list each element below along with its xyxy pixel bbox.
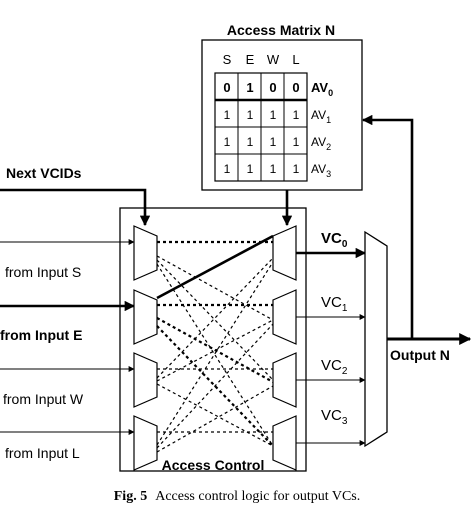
right-mux-vc3 bbox=[272, 415, 297, 471]
input-l-label: from Input L bbox=[5, 445, 80, 461]
matrix-col-l: L bbox=[292, 52, 299, 67]
output-mux bbox=[364, 230, 388, 448]
matrix-cell: 1 bbox=[247, 108, 254, 122]
input-w-label: from Input W bbox=[3, 391, 84, 407]
matrix-cell: 1 bbox=[247, 162, 254, 176]
matrix-cell: 1 bbox=[224, 162, 231, 176]
right-muxes bbox=[272, 225, 297, 471]
matrix-cell: 1 bbox=[246, 80, 253, 95]
output-label: Output N bbox=[390, 347, 450, 363]
matrix-grid bbox=[214, 72, 308, 182]
matrix-row-label-av1: AV1 bbox=[311, 108, 331, 125]
matrix-cell: 1 bbox=[293, 135, 300, 149]
next-vcids-arrow bbox=[0, 188, 151, 227]
right-mux-vc1 bbox=[272, 289, 297, 345]
matrix-cell: 1 bbox=[270, 108, 277, 122]
active-path-e-to-vc0 bbox=[156, 234, 274, 300]
matrix-cell: 1 bbox=[270, 162, 277, 176]
left-mux-s bbox=[133, 225, 158, 281]
matrix-cell: 1 bbox=[247, 135, 254, 149]
feedback-arrow-to-av1 bbox=[361, 114, 414, 339]
matrix-cell: 0 bbox=[223, 80, 230, 95]
matrix-row-label-av2: AV2 bbox=[311, 135, 331, 152]
matrix-col-s: S bbox=[223, 52, 232, 67]
matrix-cell: 0 bbox=[269, 80, 276, 95]
vc2-label: VC2 bbox=[321, 357, 348, 377]
matrix-cell: 1 bbox=[224, 135, 231, 149]
matrix-cell: 0 bbox=[292, 80, 299, 95]
left-mux-l bbox=[133, 415, 158, 471]
input-e-label: from Input E bbox=[0, 327, 82, 343]
right-mux-vc0 bbox=[272, 225, 297, 281]
matrix-col-e: E bbox=[246, 52, 255, 67]
matrix-row-label-av0: AV0 bbox=[311, 80, 333, 98]
crossbar-connections bbox=[156, 240, 274, 453]
access-control-label: Access Control bbox=[162, 457, 265, 473]
right-mux-vc2 bbox=[272, 352, 297, 408]
matrix-cell: 1 bbox=[224, 108, 231, 122]
left-mux-e bbox=[133, 289, 158, 345]
left-mux-w bbox=[133, 352, 158, 408]
access-matrix: Access Matrix N S E W L 0 1 0 0 1 1 1 1 … bbox=[201, 22, 363, 191]
input-s-label: from Input S bbox=[5, 264, 81, 280]
next-vcids-label: Next VCIDs bbox=[6, 165, 82, 181]
matrix-cell: 1 bbox=[293, 162, 300, 176]
vc3-label: VC3 bbox=[321, 407, 348, 427]
matrix-row-label-av3: AV3 bbox=[311, 162, 331, 179]
matrix-col-w: W bbox=[267, 52, 280, 67]
left-muxes bbox=[133, 225, 158, 471]
matrix-cell: 1 bbox=[293, 108, 300, 122]
matrix-cell: 1 bbox=[270, 135, 277, 149]
vc1-label: VC1 bbox=[321, 294, 348, 314]
vc0-label: VC0 bbox=[321, 230, 348, 250]
access-matrix-title: Access Matrix N bbox=[227, 22, 335, 38]
access-matrix-box bbox=[201, 39, 363, 191]
access-control-box bbox=[119, 207, 307, 472]
